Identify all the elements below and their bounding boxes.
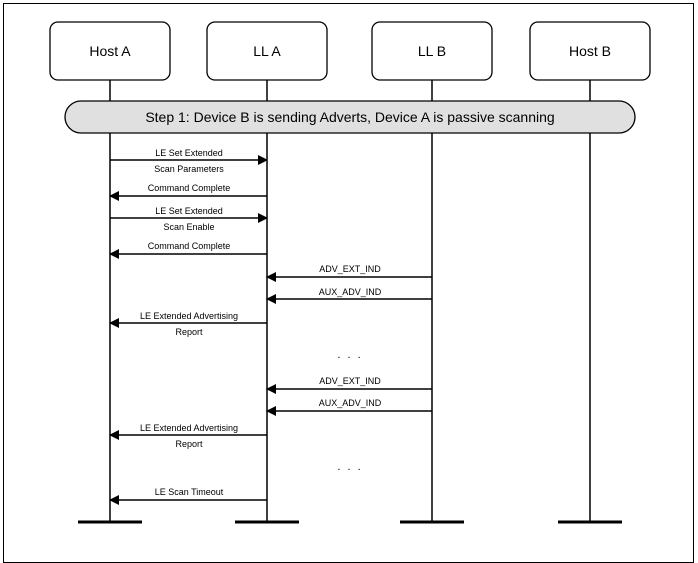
ellipsis: . . .: [337, 349, 362, 361]
participant-ll-b: LL B: [371, 21, 493, 81]
message-label: LE Set Extended: [155, 206, 223, 216]
participant-host-b: Host B: [529, 21, 651, 81]
lifelines: [109, 80, 591, 522]
message-label-line2: Report: [175, 327, 203, 337]
participant-label-host-b: Host B: [569, 43, 611, 59]
participant-label-ll-a: LL A: [253, 43, 281, 59]
message-label: LE Extended Advertising: [140, 423, 238, 433]
step-label: Step 1: Device B is sending Adverts, Dev…: [145, 109, 554, 125]
diagram-frame: [3, 3, 694, 563]
message-label-line2: Scan Parameters: [154, 164, 224, 174]
message-label: AUX_ADV_IND: [319, 287, 382, 297]
sequence-diagram: Host A LL A LL B Host B Step 1: Device B…: [49, 21, 651, 524]
message-label: LE Extended Advertising: [140, 311, 238, 321]
message-label: LE Set Extended: [155, 148, 223, 158]
participant-label-ll-b: LL B: [418, 43, 446, 59]
message-label: LE Scan Timeout: [155, 487, 224, 497]
message-label: Command Complete: [148, 183, 231, 193]
message-label: ADV_EXT_IND: [319, 376, 381, 386]
messages: LE Set Extended Scan Parameters Command …: [109, 148, 432, 505]
step-banner: Step 1: Device B is sending Adverts, Dev…: [64, 100, 636, 134]
participant-label-host-a: Host A: [89, 43, 131, 59]
message-label: Command Complete: [148, 241, 231, 251]
participant-ll-a: LL A: [206, 21, 328, 81]
participant-host-a: Host A: [49, 21, 171, 81]
message-label-line2: Scan Enable: [163, 222, 214, 232]
ellipsis: . . .: [337, 461, 362, 473]
message-label-line2: Report: [175, 439, 203, 449]
message-label: AUX_ADV_IND: [319, 398, 382, 408]
message-label: ADV_EXT_IND: [319, 264, 381, 274]
